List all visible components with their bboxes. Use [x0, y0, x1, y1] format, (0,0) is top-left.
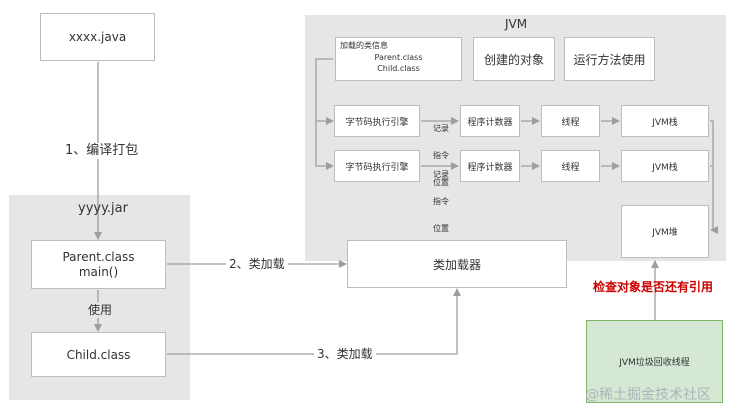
- runtime-methods-node: 运行方法使用: [564, 37, 655, 81]
- loaded-class-info-title: 加载的类信息: [340, 41, 388, 50]
- arrow-loaded-to-engine-2: [315, 121, 334, 170]
- class-loader-node: 类加载器: [347, 240, 567, 288]
- arrow-loaded-to-engine-1: [315, 58, 334, 125]
- use-label: 使用: [86, 302, 115, 318]
- loaded-class-child: Child.class: [377, 64, 420, 73]
- jvm-stack-label-2: JVM栈: [652, 162, 678, 173]
- arrow-stack-heap-1: [710, 120, 718, 234]
- loaded-class-parent: Parent.class: [374, 53, 423, 62]
- jvm-stack-node-2: JVM栈: [621, 150, 709, 182]
- arrow-load-child: [167, 288, 461, 355]
- jvm-heap-node: JVM堆: [621, 205, 709, 258]
- bytecode-engine-node-1: 字节码执行引擎: [334, 105, 420, 137]
- thread-label-1: 线程: [561, 117, 580, 128]
- bytecode-engine-node-2: 字节码执行引擎: [334, 150, 420, 182]
- bytecode-engine-label-2: 字节码执行引擎: [345, 162, 409, 173]
- load-child-label: 3、类加载: [314, 346, 376, 362]
- record-instruction-label-2: 记录 指令 位置: [433, 170, 449, 233]
- parent-main-label: main(): [78, 264, 119, 279]
- gc-thread-label: JVM垃圾回收线程: [619, 358, 690, 368]
- source-file-node: xxxx.java: [40, 13, 155, 61]
- thread-node-2: 线程: [541, 150, 600, 182]
- jvm-heap-label: JVM堆: [652, 228, 678, 238]
- compile-label: 1、编译打包: [62, 143, 142, 159]
- bytecode-engine-label-1: 字节码执行引擎: [345, 117, 409, 128]
- loaded-class-info-node: 加载的类信息 Parent.class Child.class: [335, 37, 462, 81]
- jvm-stack-node-1: JVM栈: [621, 105, 709, 137]
- program-counter-label-2: 程序计数器: [467, 162, 513, 173]
- gc-thread-node: JVM垃圾回收线程: [586, 320, 723, 403]
- created-objects-node: 创建的对象: [473, 37, 555, 81]
- load-parent-label: 2、类加载: [226, 256, 288, 272]
- jar-region-label: yyyy.jar: [78, 201, 128, 216]
- parent-class-label: Parent.class: [62, 249, 135, 264]
- thread-label-2: 线程: [561, 162, 580, 173]
- gc-check-label: 检查对象是否还有引用: [593, 280, 714, 294]
- runtime-methods-label: 运行方法使用: [573, 52, 646, 67]
- program-counter-node-1: 程序计数器: [460, 105, 520, 137]
- parent-class-node: Parent.class main(): [31, 240, 166, 289]
- created-objects-label: 创建的对象: [483, 52, 544, 67]
- thread-node-1: 线程: [541, 105, 600, 137]
- child-class-node: Child.class: [31, 332, 166, 377]
- program-counter-label-1: 程序计数器: [467, 117, 513, 128]
- program-counter-node-2: 程序计数器: [460, 150, 520, 182]
- jvm-stack-label-1: JVM栈: [652, 117, 678, 128]
- source-file-label: xxxx.java: [68, 30, 127, 44]
- watermark: @稀土掘金技术社区: [585, 387, 711, 403]
- jvm-region-label: JVM: [505, 17, 528, 31]
- record-instruction-label-1: 记录 指令 位置: [433, 124, 449, 187]
- child-class-label: Child.class: [66, 347, 131, 362]
- class-loader-label: 类加载器: [432, 257, 481, 272]
